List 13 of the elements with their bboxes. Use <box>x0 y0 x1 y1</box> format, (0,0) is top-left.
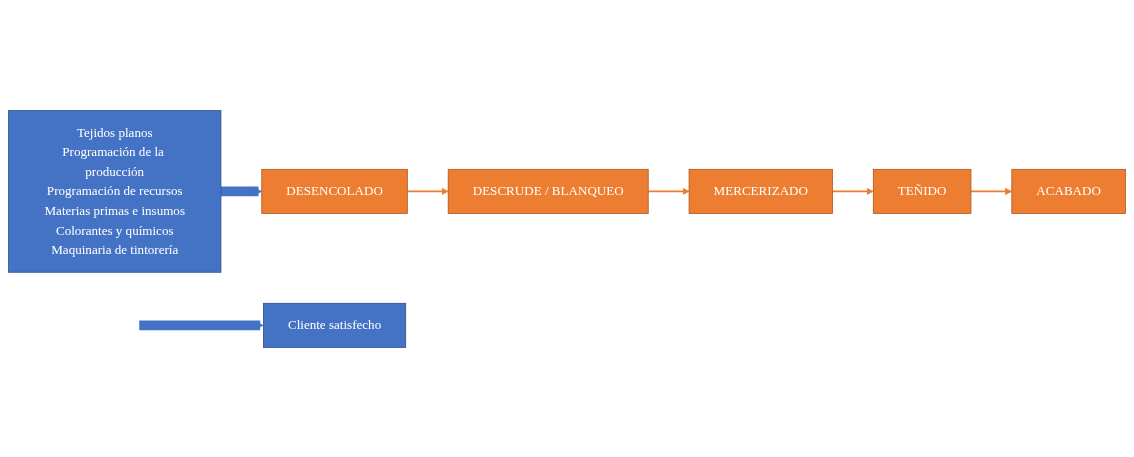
node-box: DESENCOLADO <box>261 168 408 214</box>
arrow <box>139 320 264 330</box>
node-box: ACABADO <box>1011 168 1126 214</box>
arrow <box>831 187 874 195</box>
node-box: MERCERIZADO <box>688 168 833 214</box>
arrow <box>647 187 690 195</box>
node-box: Tejidos planos Programación de la producción Programación de recursos Materias primas e insumos Colorantes y químicos Maquinaria de tintorería <box>8 109 222 273</box>
arrow <box>970 187 1013 195</box>
arrow <box>219 186 263 196</box>
arrow <box>406 187 449 195</box>
node-box: TEÑIDO <box>872 168 972 214</box>
node-box: Cliente satisfecho <box>263 302 407 348</box>
node-box: DESCRUDE / BLANQUEO <box>447 168 649 214</box>
